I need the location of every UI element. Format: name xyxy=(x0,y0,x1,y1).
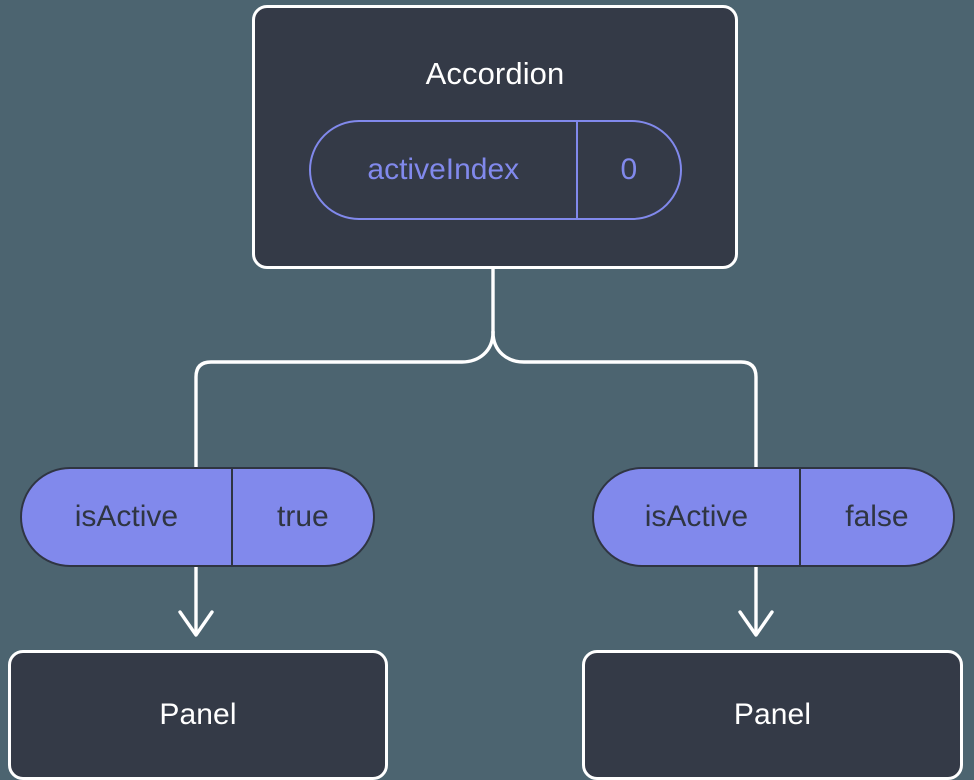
accordion-title: Accordion xyxy=(425,56,565,91)
panel-left-title: Panel xyxy=(159,698,237,731)
arrow-right-pill-to-panel xyxy=(738,564,774,637)
prop-pill-is-active-false-key: isActive xyxy=(644,500,749,533)
state-pill-active-index-key: activeIndex xyxy=(367,153,520,186)
prop-pill-is-active-false[interactable]: isActive false xyxy=(592,467,955,567)
arrow-left-pill-to-panel xyxy=(178,564,214,637)
panel-component-node-left[interactable]: Panel xyxy=(8,650,388,780)
prop-pill-is-active-true[interactable]: isActive true xyxy=(20,467,375,567)
state-pill-active-index-value: 0 xyxy=(575,122,680,218)
state-pill-active-index[interactable]: activeIndex 0 xyxy=(309,120,682,220)
connector-branch-left xyxy=(194,330,495,469)
panel-right-title: Panel xyxy=(733,698,812,731)
connector-branch-right xyxy=(491,330,758,469)
prop-pill-is-active-true-key: isActive xyxy=(74,500,179,533)
prop-pill-is-active-true-value: true xyxy=(230,469,373,565)
panel-component-node-right[interactable]: Panel xyxy=(582,650,963,780)
prop-pill-is-active-false-value: false xyxy=(798,469,953,565)
